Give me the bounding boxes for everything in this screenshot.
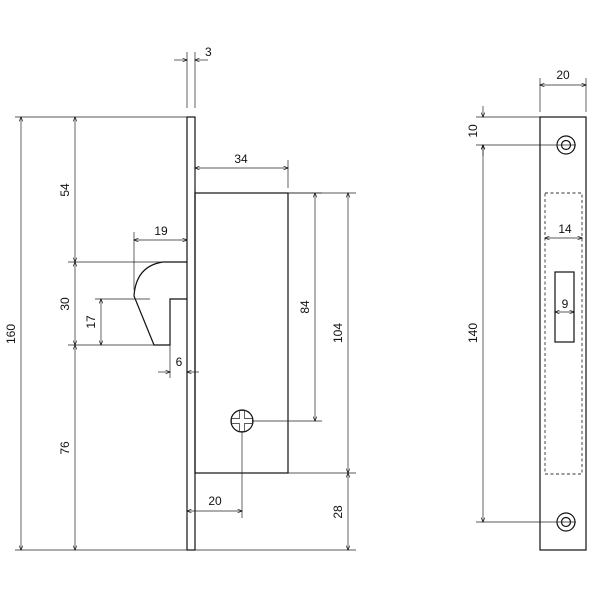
- dim-faceplate-width: 20: [540, 68, 586, 112]
- dim-label-slot-width: 9: [562, 297, 569, 311]
- side-view: 3 34 19 160 54: [4, 45, 356, 551]
- dim-label-faceplate-offset: 6: [176, 355, 183, 369]
- dim-label-body-width: 34: [234, 152, 248, 166]
- dim-label-bottom-margin: 28: [331, 505, 345, 519]
- dim-top-to-bolt: 54: [58, 117, 75, 262]
- dim-label-screw-backset: 20: [208, 494, 222, 508]
- dim-slot-width: 9: [555, 297, 574, 312]
- dim-label-overall-height: 160: [4, 324, 18, 344]
- dim-label-body-inner-height: 84: [298, 300, 312, 314]
- dim-body-outer-height: 104: [288, 193, 356, 473]
- hook-bolt: [133, 261, 187, 346]
- dim-label-body-outer-height: 104: [331, 323, 345, 343]
- dim-label-screw-hole-offset: 10: [466, 124, 480, 138]
- dim-label-bolt-lower-height: 17: [84, 315, 98, 329]
- dim-bolt-to-bottom: 76: [58, 345, 75, 550]
- faceplate-side: [186, 116, 196, 551]
- dim-bolt-height: 30: [58, 262, 75, 345]
- dim-label-window-width: 14: [558, 222, 572, 236]
- bolt-slot: [554, 271, 575, 343]
- front-view: 20 10 140 14 9: [466, 68, 587, 551]
- dim-overall-height: 160: [4, 117, 21, 550]
- dim-label-plate-thickness: 3: [205, 45, 212, 59]
- dim-label-bolt-height: 30: [58, 297, 72, 311]
- dim-bolt-projection: 19: [134, 224, 187, 290]
- dim-body-width: 34: [195, 152, 288, 190]
- screw-icon: [230, 409, 254, 433]
- lock-body: [194, 192, 289, 474]
- dim-faceplate-offset: 6: [158, 345, 199, 378]
- dim-plate-thickness: 3: [174, 45, 212, 108]
- dim-screw-centers: 140: [466, 145, 483, 522]
- hidden-body-outline: [544, 192, 583, 475]
- dim-label-faceplate-width: 20: [556, 68, 570, 82]
- faceplate-front: [539, 116, 587, 551]
- dim-label-bolt-projection: 19: [154, 224, 168, 238]
- dim-screw-hole-offset: 10: [466, 106, 483, 156]
- dim-label-top-to-bolt: 54: [58, 183, 72, 197]
- dim-bottom-margin: 28: [195, 473, 356, 550]
- dim-window-width: 14: [545, 222, 582, 238]
- dim-bolt-lower-height: 17: [84, 299, 101, 345]
- dim-screw-backset: 20: [187, 432, 242, 518]
- dim-label-bolt-to-bottom: 76: [58, 441, 72, 455]
- dim-body-inner-height: 84: [252, 193, 322, 421]
- dim-label-screw-centers: 140: [466, 323, 480, 343]
